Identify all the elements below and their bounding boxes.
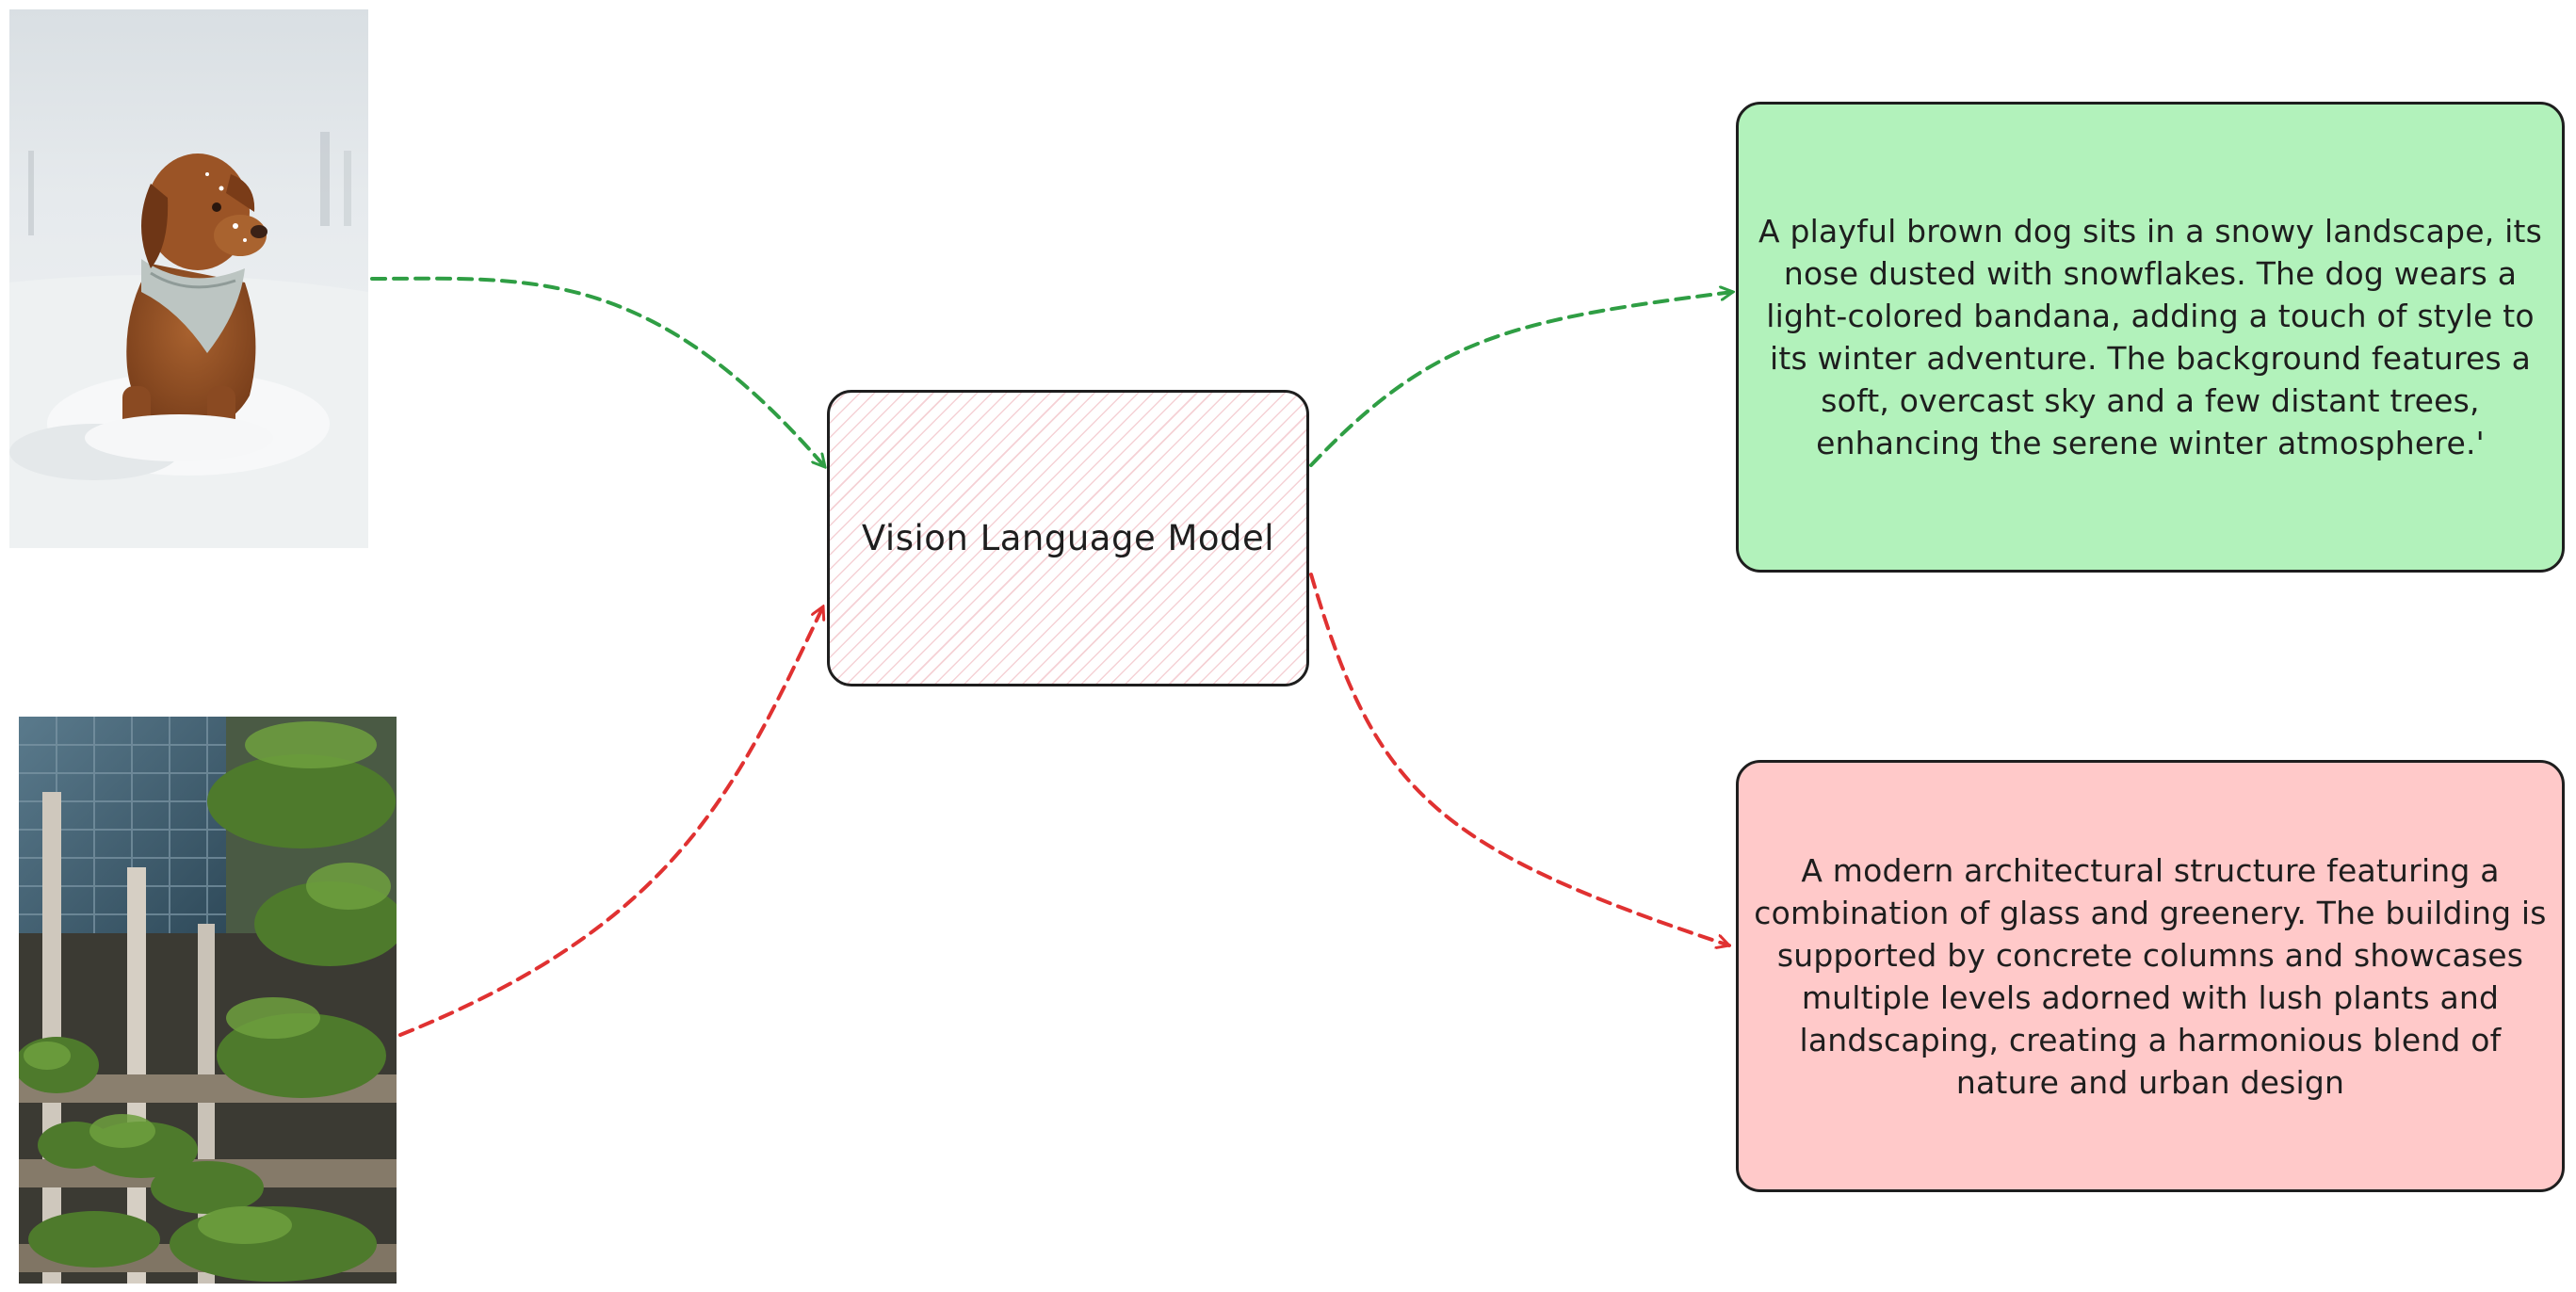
correct-caption-box: A playful brown dog sits in a snowy land… — [1736, 102, 2565, 573]
dog-in-snow-image — [9, 9, 368, 548]
building-to-model-arrow — [398, 606, 823, 1037]
incorrect-caption-text: A modern architectural structure featuri… — [1754, 851, 2547, 1101]
green-building-image — [19, 717, 397, 1284]
model-to-bad-caption-arrow — [1309, 573, 1729, 945]
correct-caption-text: A playful brown dog sits in a snowy land… — [1758, 213, 2542, 461]
dog-to-model-arrow — [370, 276, 825, 467]
vision-language-model-box: Vision Language Model — [827, 390, 1309, 686]
incorrect-caption-box: A modern architectural structure featuri… — [1736, 760, 2565, 1192]
model-label: Vision Language Model — [861, 518, 1275, 558]
model-to-good-caption-arrow — [1309, 292, 1733, 467]
